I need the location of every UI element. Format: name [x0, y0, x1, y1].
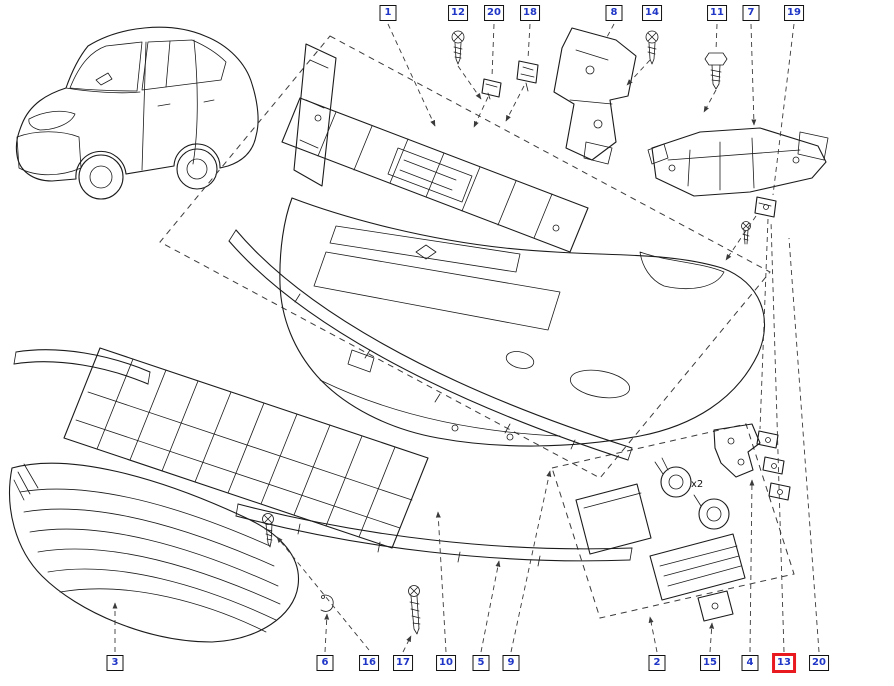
part-callout-top-1[interactable]: 1	[379, 5, 397, 21]
engine-shield-part	[63, 347, 429, 549]
clip-20-part	[481, 78, 502, 100]
quantity-annotation: x2	[691, 479, 704, 490]
clip-strip-13-part	[756, 430, 791, 501]
screw-16-icon	[262, 513, 274, 548]
part-callout-top-18[interactable]: 18	[520, 5, 540, 21]
hook-clip-6-icon	[320, 594, 334, 612]
part-callout-bottom-15[interactable]: 15	[700, 655, 720, 671]
part-callout-bottom-13-highlighted[interactable]: 13	[772, 653, 796, 673]
part-callout-top-19[interactable]: 19	[784, 5, 804, 21]
part-callout-bottom-20[interactable]: 20	[809, 655, 829, 671]
bracket-4-part	[713, 423, 761, 478]
part-callout-bottom-9[interactable]: 9	[502, 655, 520, 671]
screw-12-icon	[451, 30, 465, 65]
part-callout-top-12[interactable]: 12	[448, 5, 468, 21]
part-callout-bottom-2[interactable]: 2	[648, 655, 666, 671]
clip-19-part	[754, 196, 777, 218]
bumper-group-box	[159, 35, 771, 479]
clip-18-part	[516, 60, 539, 92]
screw-19-icon	[741, 221, 751, 245]
upper-absorber-part	[281, 43, 589, 253]
part-callout-bottom-3[interactable]: 3	[106, 655, 124, 671]
part-callout-top-8[interactable]: 8	[605, 5, 623, 21]
part-callout-bottom-16[interactable]: 16	[359, 655, 379, 671]
brand-diamond-logo	[415, 244, 437, 260]
foglamp-group-box	[551, 423, 795, 619]
lower-grille-part	[9, 462, 300, 643]
lower-trim-strip-part	[235, 503, 633, 567]
bracket-15-part	[697, 590, 734, 622]
bracket-8-part	[553, 27, 637, 165]
leader-lines	[112, 23, 820, 653]
screw-14-icon	[645, 30, 659, 65]
part-callout-top-7[interactable]: 7	[742, 5, 760, 21]
support-7-part	[647, 127, 829, 197]
part-callout-bottom-4[interactable]: 4	[741, 655, 759, 671]
upper-trim-strip-part	[228, 229, 633, 461]
part-callout-top-11[interactable]: 11	[707, 5, 727, 21]
screw-17-icon	[408, 585, 421, 635]
bolt-11-icon	[704, 52, 728, 90]
part-callout-bottom-10[interactable]: 10	[436, 655, 456, 671]
part-callout-bottom-5[interactable]: 5	[472, 655, 490, 671]
foglamp-cover-part	[575, 483, 652, 555]
part-callout-top-14[interactable]: 14	[642, 5, 662, 21]
part-callout-bottom-6[interactable]: 6	[316, 655, 334, 671]
part-callout-bottom-17[interactable]: 17	[393, 655, 413, 671]
foglamp-grille-cover-part	[649, 533, 746, 601]
foglamp-units-part	[654, 457, 730, 530]
vehicle-thumbnail	[15, 26, 259, 200]
side-strip-part	[13, 349, 151, 385]
part-callout-top-20[interactable]: 20	[484, 5, 504, 21]
